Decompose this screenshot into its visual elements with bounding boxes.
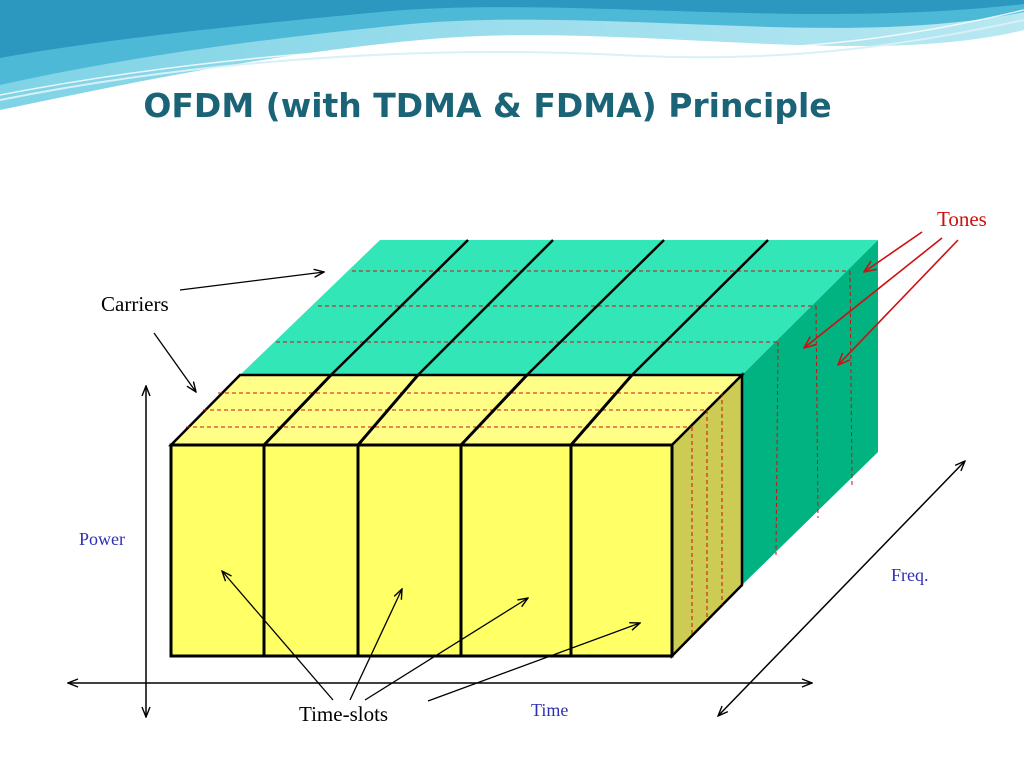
carriers-arrow-front xyxy=(153,332,196,392)
carrier-dashes-front xyxy=(186,392,723,637)
carriers-label: Carriers xyxy=(101,292,169,316)
time-slots-arrows xyxy=(222,571,640,702)
power-axis-label: Power xyxy=(79,529,125,549)
carriers-arrow-top xyxy=(179,272,324,291)
time-axis-label: Time xyxy=(531,700,569,720)
slot-dividers-front xyxy=(262,373,634,656)
tones-label: Tones xyxy=(937,207,987,231)
header-wave-decoration xyxy=(0,0,1024,110)
slot-dividers-back xyxy=(330,239,769,376)
frequency-axis-label: Freq. xyxy=(891,565,929,585)
slide-title: OFDM (with TDMA & FDMA) Principle xyxy=(143,86,832,125)
time-slots-label: Time-slots xyxy=(299,702,389,726)
front-block-front-face xyxy=(169,443,674,658)
tones-arrows xyxy=(804,231,959,365)
back-block-top-face xyxy=(240,240,878,375)
frequency-axis-arrow xyxy=(718,461,965,716)
